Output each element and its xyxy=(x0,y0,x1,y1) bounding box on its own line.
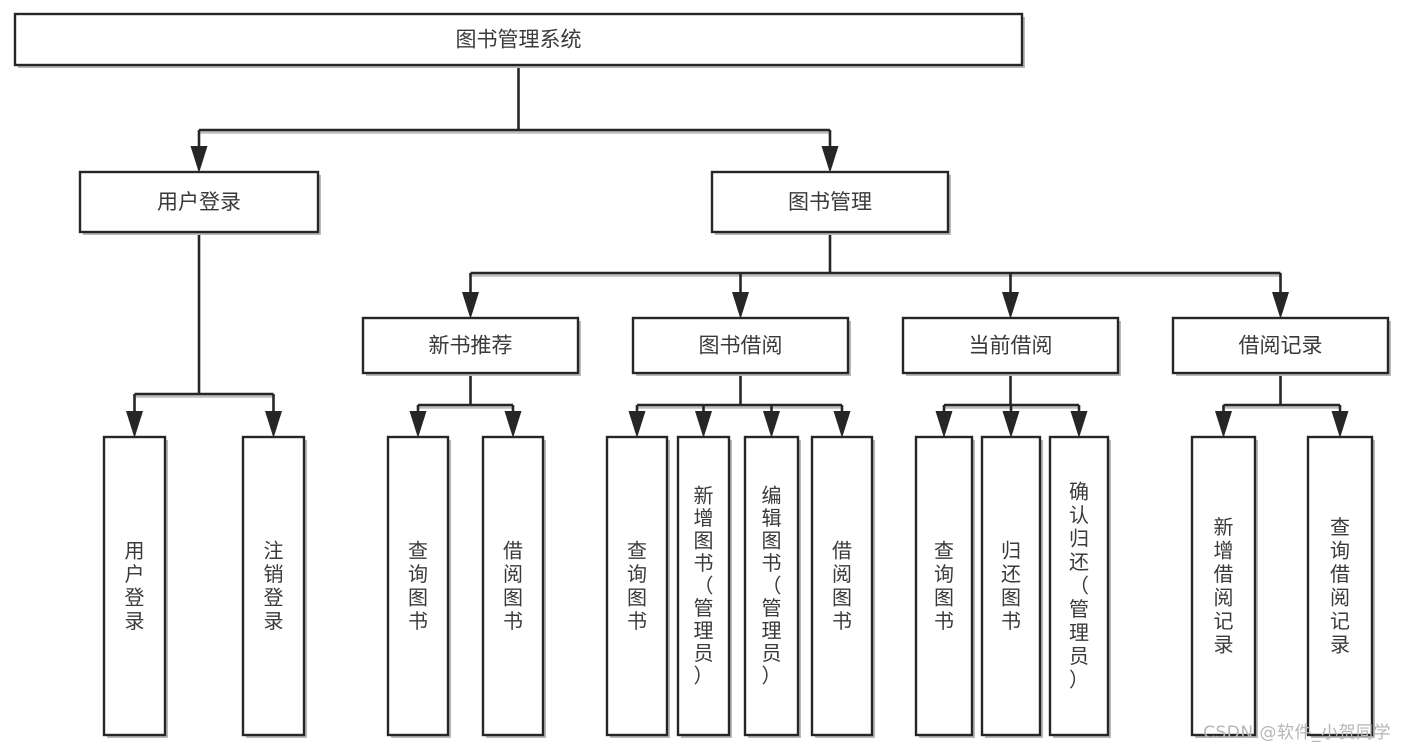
node-box[interactable] xyxy=(78,170,320,234)
node-leaf-logout[interactable]: 注销登录 xyxy=(241,435,307,738)
node-label: 用户登录 xyxy=(125,538,145,633)
node-label: 图书管理 xyxy=(788,190,872,214)
arrow-head-icon xyxy=(504,411,522,438)
node-root[interactable]: 图书管理系统 xyxy=(13,12,1025,68)
node-box[interactable] xyxy=(914,435,974,737)
node-label: 借阅图书 xyxy=(503,538,523,633)
node-leaf-borrow-book-rec[interactable]: 借阅图书 xyxy=(481,435,546,738)
arrow-head-icon xyxy=(1272,292,1289,319)
node-box[interactable] xyxy=(980,435,1042,737)
arrow-head-icon xyxy=(732,292,749,319)
connector-group-book-manage xyxy=(462,232,1289,319)
connector-group-current-borrow xyxy=(935,373,1088,438)
node-leaf-query-book-borrow[interactable]: 查询图书 xyxy=(605,435,670,738)
arrow-head-icon xyxy=(1070,411,1088,438)
arrow-head-icon xyxy=(126,411,143,438)
connector-group-borrow-record xyxy=(1215,373,1349,438)
node-user-login[interactable]: 用户登录 xyxy=(78,170,321,235)
arrow-head-icon xyxy=(1331,411,1349,438)
arrow-head-icon xyxy=(409,411,427,438)
node-box[interactable] xyxy=(361,316,580,375)
node-box[interactable] xyxy=(810,435,874,737)
node-label: 确认归还（管理员） xyxy=(1069,480,1089,692)
arrow-head-icon xyxy=(821,146,839,173)
node-new-book-rec[interactable]: 新书推荐 xyxy=(361,316,581,376)
node-box[interactable] xyxy=(13,12,1024,67)
node-box[interactable] xyxy=(1048,435,1110,737)
node-box[interactable] xyxy=(1190,435,1257,737)
node-box[interactable] xyxy=(631,316,850,375)
node-leaf-add-record[interactable]: 新增借阅记录 xyxy=(1190,435,1258,738)
node-borrow-record[interactable]: 借阅记录 xyxy=(1171,316,1391,376)
node-current-borrow[interactable]: 当前借阅 xyxy=(901,316,1121,376)
node-label: 当前借阅 xyxy=(969,334,1053,358)
node-box[interactable] xyxy=(386,435,450,737)
connector-group-new-book-rec xyxy=(409,373,522,438)
arrow-head-icon xyxy=(265,411,282,438)
arrow-head-icon xyxy=(763,411,780,438)
arrow-head-icon xyxy=(1215,411,1232,438)
arrow-head-icon xyxy=(695,411,712,438)
node-leaf-edit-book[interactable]: 编辑图书（管理员） xyxy=(743,435,801,738)
arrow-head-icon xyxy=(833,411,851,438)
node-label: 图书管理系统 xyxy=(456,28,582,52)
arrow-head-icon xyxy=(1002,292,1019,319)
node-box[interactable] xyxy=(102,435,167,737)
node-leaf-confirm-return[interactable]: 确认归还（管理员） xyxy=(1048,435,1111,738)
connector-group-user-login xyxy=(126,232,282,438)
node-leaf-query-record[interactable]: 查询借阅记录 xyxy=(1306,435,1375,738)
connector-group-root xyxy=(190,65,839,173)
arrow-head-icon xyxy=(935,411,953,438)
node-label: 注销登录 xyxy=(264,538,284,633)
arrow-head-icon xyxy=(1002,411,1020,438)
node-label: 编辑图书（管理员） xyxy=(762,483,782,687)
node-layer: 图书管理系统用户登录图书管理新书推荐图书借阅当前借阅借阅记录用户登录注销登录查询… xyxy=(13,12,1391,738)
node-label: 借阅记录 xyxy=(1239,334,1323,358)
connector-group-book-borrow xyxy=(628,373,851,438)
node-leaf-query-book-rec[interactable]: 查询图书 xyxy=(386,435,451,738)
node-leaf-query-book-cur[interactable]: 查询图书 xyxy=(914,435,975,738)
node-leaf-borrow-book[interactable]: 借阅图书 xyxy=(810,435,875,738)
node-leaf-add-book[interactable]: 新增图书（管理员） xyxy=(676,435,732,738)
node-box[interactable] xyxy=(710,170,950,234)
arrow-head-icon xyxy=(190,146,208,173)
node-book-borrow[interactable]: 图书借阅 xyxy=(631,316,851,376)
node-label: 查询图书 xyxy=(627,538,647,633)
node-label: 用户登录 xyxy=(157,190,241,214)
node-box[interactable] xyxy=(605,435,669,737)
node-box[interactable] xyxy=(676,435,731,737)
node-box[interactable] xyxy=(901,316,1120,375)
node-label: 归还图书 xyxy=(1001,538,1021,633)
node-book-manage[interactable]: 图书管理 xyxy=(710,170,951,235)
arrow-head-icon xyxy=(462,292,479,319)
node-box[interactable] xyxy=(1171,316,1390,375)
connector-layer xyxy=(126,65,1349,438)
node-label: 借阅图书 xyxy=(832,538,852,633)
arrow-head-icon xyxy=(628,411,646,438)
node-box[interactable] xyxy=(241,435,306,737)
node-box[interactable] xyxy=(1306,435,1374,737)
node-box[interactable] xyxy=(743,435,800,737)
node-leaf-return-book[interactable]: 归还图书 xyxy=(980,435,1043,738)
node-label: 图书借阅 xyxy=(699,334,783,358)
node-label: 新书推荐 xyxy=(429,334,513,358)
node-label: 新增图书（管理员） xyxy=(694,483,714,687)
node-label: 新增借阅记录 xyxy=(1214,515,1234,657)
node-label: 查询借阅记录 xyxy=(1330,515,1350,657)
node-label: 查询图书 xyxy=(408,538,428,633)
node-label: 查询图书 xyxy=(934,538,954,633)
node-leaf-user-login[interactable]: 用户登录 xyxy=(102,435,168,738)
node-box[interactable] xyxy=(481,435,545,737)
